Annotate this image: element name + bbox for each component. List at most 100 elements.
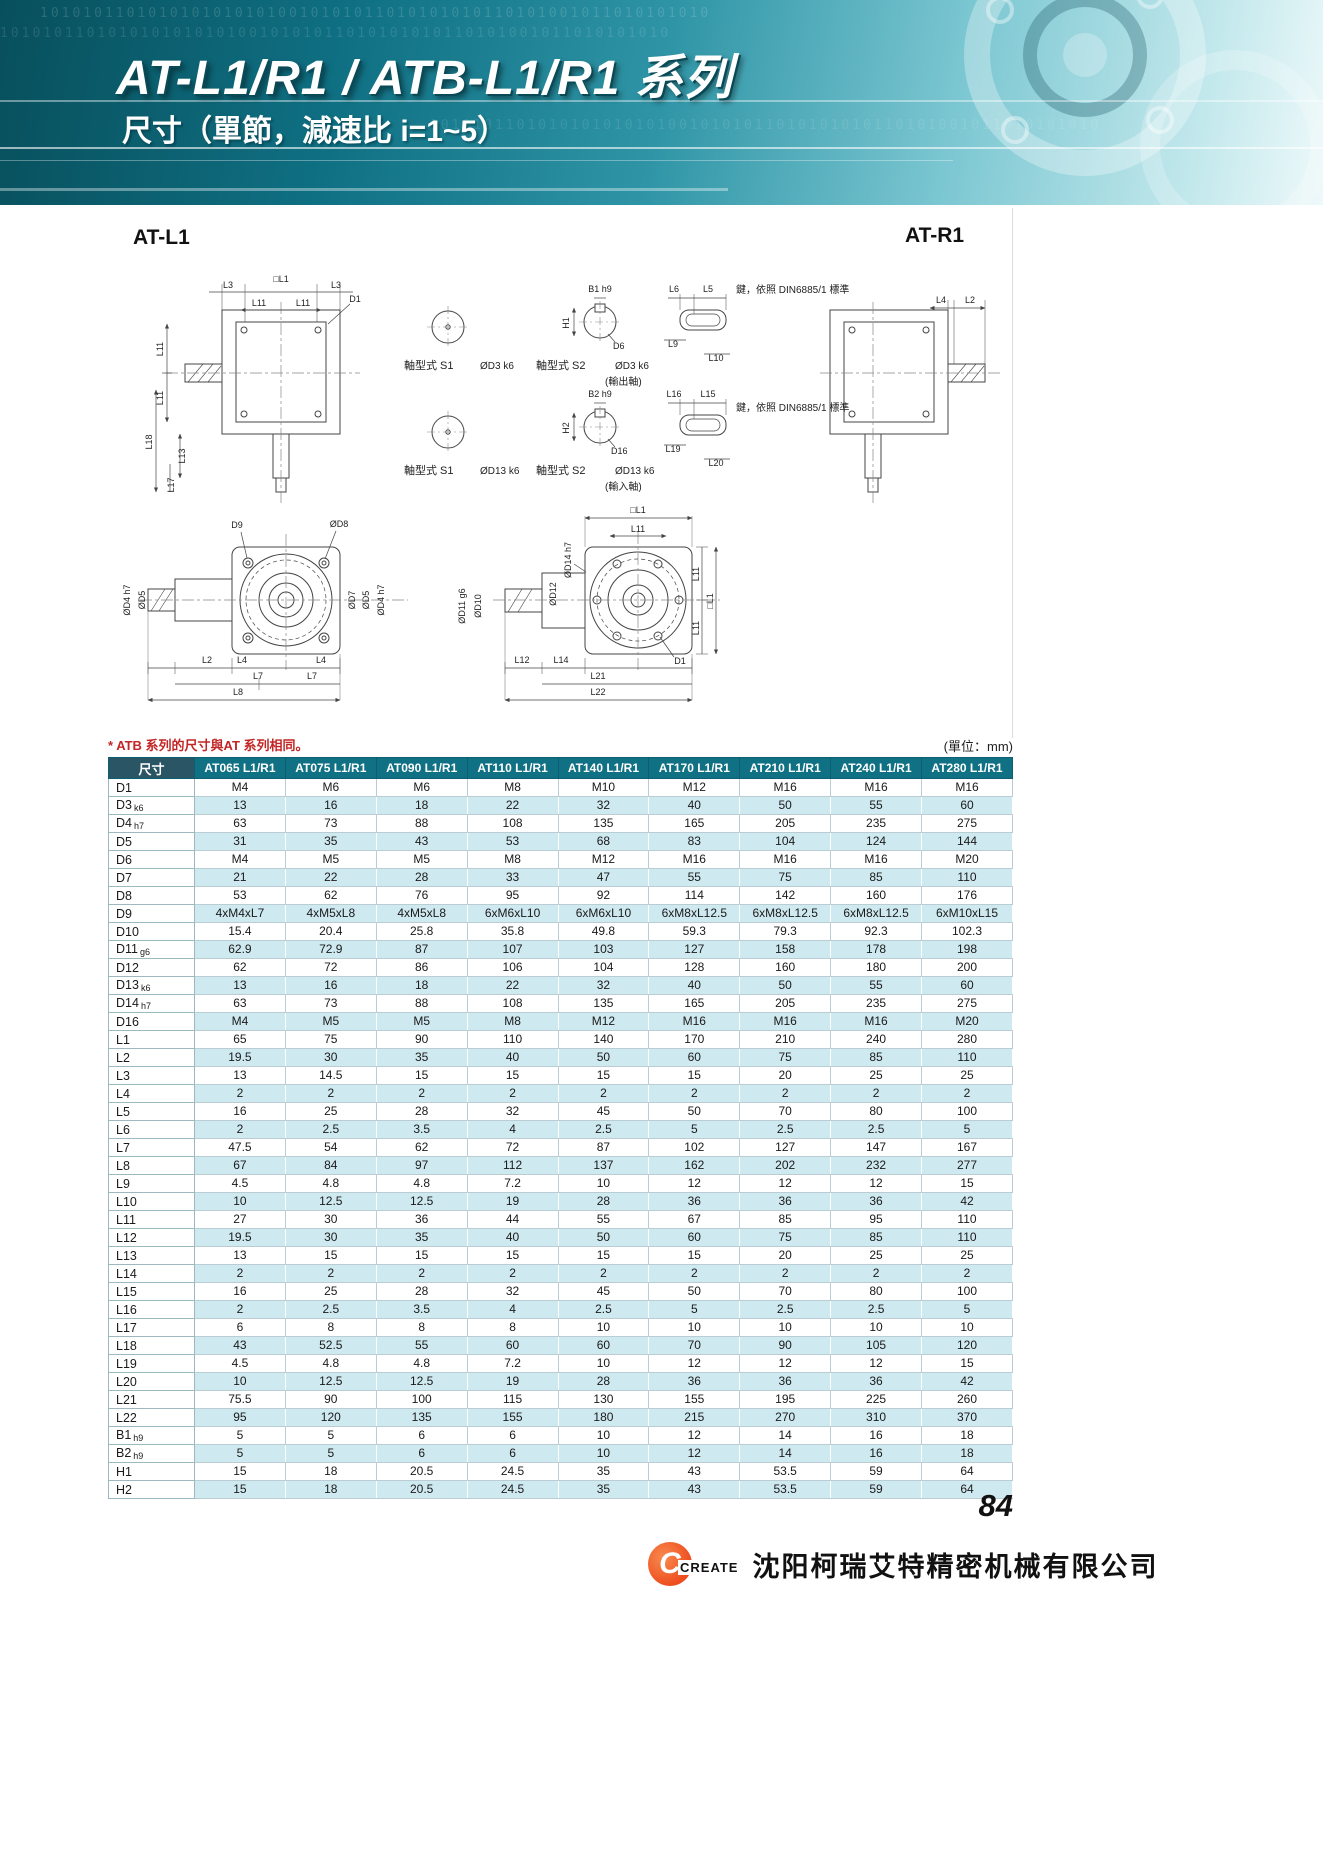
dimension-value: 110 [466,1030,559,1049]
dimension-value: 53.5 [739,1462,832,1481]
dimension-value: 2 [648,1084,741,1103]
dimension-value: 12 [739,1354,832,1373]
dimension-value: 88 [375,994,468,1013]
row-label: D10 [108,922,195,941]
dimension-value: 59.3 [648,922,741,941]
dimension-value: 2 [557,1264,650,1283]
dimension-value: 5 [921,1120,1013,1139]
dimension-value: 16 [194,1282,286,1301]
dimension-value: M16 [921,778,1013,797]
dimension-value: M16 [648,1012,741,1031]
dimension-value: 275 [921,994,1013,1013]
dimension-value: 12 [648,1174,741,1193]
dimension-value: 127 [739,1138,832,1157]
dimension-label: L19 [665,444,680,454]
dimension-value: 100 [921,1102,1013,1121]
dimension-label: L2 [202,655,212,665]
dimension-value: 28 [557,1372,650,1391]
dimension-value: 100 [921,1282,1013,1301]
dimension-value: 63 [194,814,286,833]
row-label: L14 [108,1264,195,1283]
dimension-value: 10 [194,1372,286,1391]
row-label: D7 [108,868,195,887]
dimension-value: 200 [921,958,1013,977]
dimension-value: 20.5 [375,1462,468,1481]
row-label: L9 [108,1174,195,1193]
dimension-label: D6 [613,341,625,351]
dimension-value: 35 [557,1462,650,1481]
dimension-value: 36 [830,1192,922,1211]
dimension-value: 4.5 [194,1174,286,1193]
dimension-value: 15 [375,1066,468,1085]
dimension-value: 64 [921,1462,1013,1481]
dimension-value: M16 [830,778,922,797]
dimension-value: 63 [194,994,286,1013]
column-header-dimension: 尺寸 [108,757,195,779]
dimension-label: L4 [316,655,326,665]
row-label: L15 [108,1282,195,1301]
dimension-value: 22 [284,868,377,887]
dimension-label: L4 [237,655,247,665]
dimension-value: 210 [739,1030,832,1049]
dimension-value: 232 [830,1156,922,1175]
dimension-value: 72.9 [284,940,377,959]
dimension-value: 45 [557,1102,650,1121]
row-label: L6 [108,1120,195,1139]
dimension-label: L20 [708,458,723,468]
column-header-model: AT090 L1/R1 [375,757,468,779]
dimension-value: 8 [375,1318,468,1337]
dimension-value: 4xM5xL8 [284,904,377,923]
dimension-value: 65 [194,1030,286,1049]
gear-photo-decoration [964,0,1323,205]
dimension-value: 112 [466,1156,559,1175]
row-label: L12 [108,1228,195,1247]
dimension-value: 59 [830,1462,922,1481]
dimension-value: 2.5 [739,1120,832,1139]
dimension-value: 95 [466,886,559,905]
dimension-value: 20 [739,1066,832,1085]
dimension-value: 18 [921,1444,1013,1463]
dimension-value: 6xM8xL12.5 [648,904,741,923]
dimension-value: 16 [830,1426,922,1445]
dimension-value: 36 [739,1192,832,1211]
dimension-value: 36 [830,1372,922,1391]
dimension-value: 2 [466,1264,559,1283]
dimension-value: 62 [194,958,286,977]
dimension-value: 2 [284,1264,377,1283]
dimension-value: 60 [921,796,1013,815]
dimension-value: 198 [921,940,1013,959]
dimension-value: M6 [375,778,468,797]
dimension-value: 4.8 [375,1354,468,1373]
dimension-label: L10 [708,353,723,363]
dimension-value: 42 [921,1372,1013,1391]
dimension-value: 120 [921,1336,1013,1355]
dimension-value: 80 [830,1282,922,1301]
dimension-value: 92 [557,886,650,905]
dimension-value: 165 [648,814,741,833]
dimension-value: 110 [921,1228,1013,1247]
dimension-value: 33 [466,868,559,887]
dimension-value: 8 [284,1318,377,1337]
dimension-value: 30 [284,1210,377,1229]
dimension-value: 95 [830,1210,922,1229]
dimension-label: B1 h9 [588,284,612,294]
dimension-value: 6xM8xL12.5 [739,904,832,923]
row-label: L2 [108,1048,195,1067]
dimension-label: H1 [561,317,571,329]
company-name: 沈阳柯瑞艾特精密机械有限公司 [752,1551,1159,1582]
dimension-value: 50 [648,1102,741,1121]
dimension-label: L16 [666,389,681,399]
view-label-at-r1: AT-R1 [905,224,965,247]
dimension-value: 10 [557,1426,650,1445]
dimension-value: 28 [375,1102,468,1121]
banner-stripe [0,100,1323,102]
dimension-value: 2 [194,1300,286,1319]
